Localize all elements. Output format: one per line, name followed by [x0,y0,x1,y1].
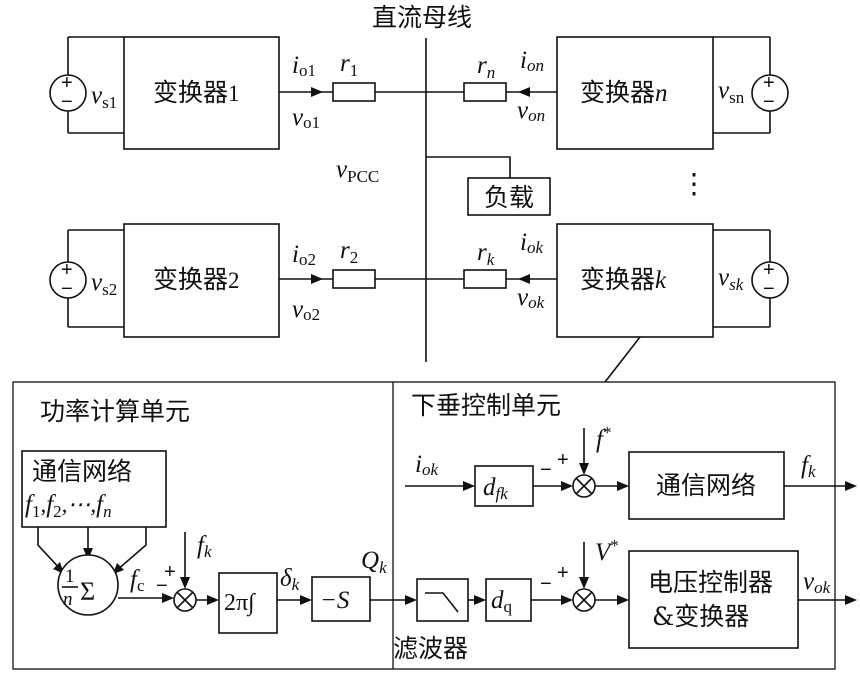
low-pass-filter-icon [425,592,459,613]
current-k-arrow [518,274,530,284]
vstar-label: V* [595,536,619,566]
gain-block [311,576,371,622]
delta-label: δk [280,565,300,594]
integrator-label: 2π∫ [224,590,256,617]
svg-text:+: + [763,72,775,94]
voltage-k-label: vok [517,284,545,312]
converter-n-box [556,36,714,150]
svg-text:+: + [164,561,176,583]
source-n-icon [751,74,789,112]
fc-label: fc [130,566,145,595]
source-k-icon [751,261,789,299]
converter-1-group: + − vs1 变换器1 io1 r1 vo1 [49,36,426,150]
svg-text:+: + [61,72,73,94]
load-box [467,177,551,216]
ellipsis: ⋮ [680,169,708,200]
vpcc-label: vPCC [336,156,379,186]
svg-text:−: − [763,91,775,113]
control-panel [12,381,836,670]
source-1-voltage: vs1 [91,82,117,112]
source-k-voltage: vsk [718,264,744,294]
converter-1-label: 变换器1 [153,78,240,107]
current-k-label: iok [520,229,543,257]
avg-denominator: n [63,589,73,610]
iok-label: iok [415,451,438,479]
integrator-block [218,572,278,634]
svg-text:+: + [557,449,569,471]
comm-network-right-label: 通信网络 [656,471,756,500]
controller-line1: 电压控制器 [648,568,773,597]
voltage-n-label: von [517,97,545,125]
avg-numerator: 1 [65,566,75,587]
source-n-voltage: vsn [718,77,745,107]
resistor-n-label: rn [477,52,495,82]
dfk-block [474,465,534,507]
droop-unit-title: 下垂控制单元 [411,391,561,420]
svg-text:−: − [540,459,552,481]
gain-label: −S [320,587,350,614]
converter-n-group: 变换器n + − vsn ion rn von [426,36,789,150]
source-2-icon [49,261,87,299]
filter-block [416,578,469,622]
vok-output-label: vok [803,568,831,597]
voltage-controller-box [628,550,799,649]
resistor-k-label: rk [477,239,495,269]
converter-2-group: + − vs2 变换器2 io2 r2 vo2 [49,223,426,338]
converter-k-label: 变换器k [580,265,667,294]
current-n-label: ion [520,47,544,75]
svg-text:+: + [763,259,775,281]
bus-title: 直流母线 [372,3,472,32]
converter-2-label: 变换器2 [153,265,240,294]
dfk-label: dfk [483,474,508,503]
load-wire [426,156,511,178]
current-2-label: io2 [292,241,316,269]
load-label: 负载 [484,183,534,212]
comm-freqs: f1,f2,⋯,fn [25,491,112,521]
svg-text:−: − [540,573,552,595]
q-label: Qk [361,547,387,577]
dq-label: dq [491,587,513,616]
current-2-arrow [311,274,323,284]
resistor-k [463,269,507,289]
converter-n-label: 变换器n [580,78,668,107]
comm-network-left-box [21,450,167,528]
fk-output-label: fk [801,452,816,481]
voltage-2-label: vo2 [292,296,320,324]
svg-text:−: − [61,278,73,300]
source-1-icon [49,74,87,112]
resistor-1 [332,82,376,102]
svg-text:+: + [557,562,569,584]
converter-k-box [556,223,714,338]
detail-connector [604,336,641,383]
comm-network-left-label: 通信网络 [32,457,132,486]
svg-text:−: − [61,91,73,113]
voltage-1-label: vo1 [292,104,320,132]
svg-text:−: − [156,575,168,597]
converter-k-group: 变换器k + − vsk iok rk vok [426,223,789,338]
controller-line2: &变换器 [652,602,749,631]
sigma-symbol: Σ [80,577,95,606]
dq-block [485,578,532,622]
svg-text:−: − [763,278,775,300]
resistor-2 [332,269,376,289]
filter-label: 滤波器 [393,634,468,663]
current-1-arrow [311,87,323,97]
source-2-voltage: vs2 [91,269,117,299]
resistor-n [463,82,507,102]
fstar-label: f* [596,423,611,453]
resistor-1-label: r1 [340,50,358,80]
converter-1-box [123,36,280,150]
averaging-block [57,554,119,616]
svg-text:+: + [61,259,73,281]
resistor-2-label: r2 [340,237,358,267]
current-1-label: io1 [292,52,316,80]
converter-2-box [123,223,280,338]
fk-input-label: fk [197,532,212,561]
current-n-arrow [518,87,530,97]
power-unit-title: 功率计算单元 [40,397,190,426]
